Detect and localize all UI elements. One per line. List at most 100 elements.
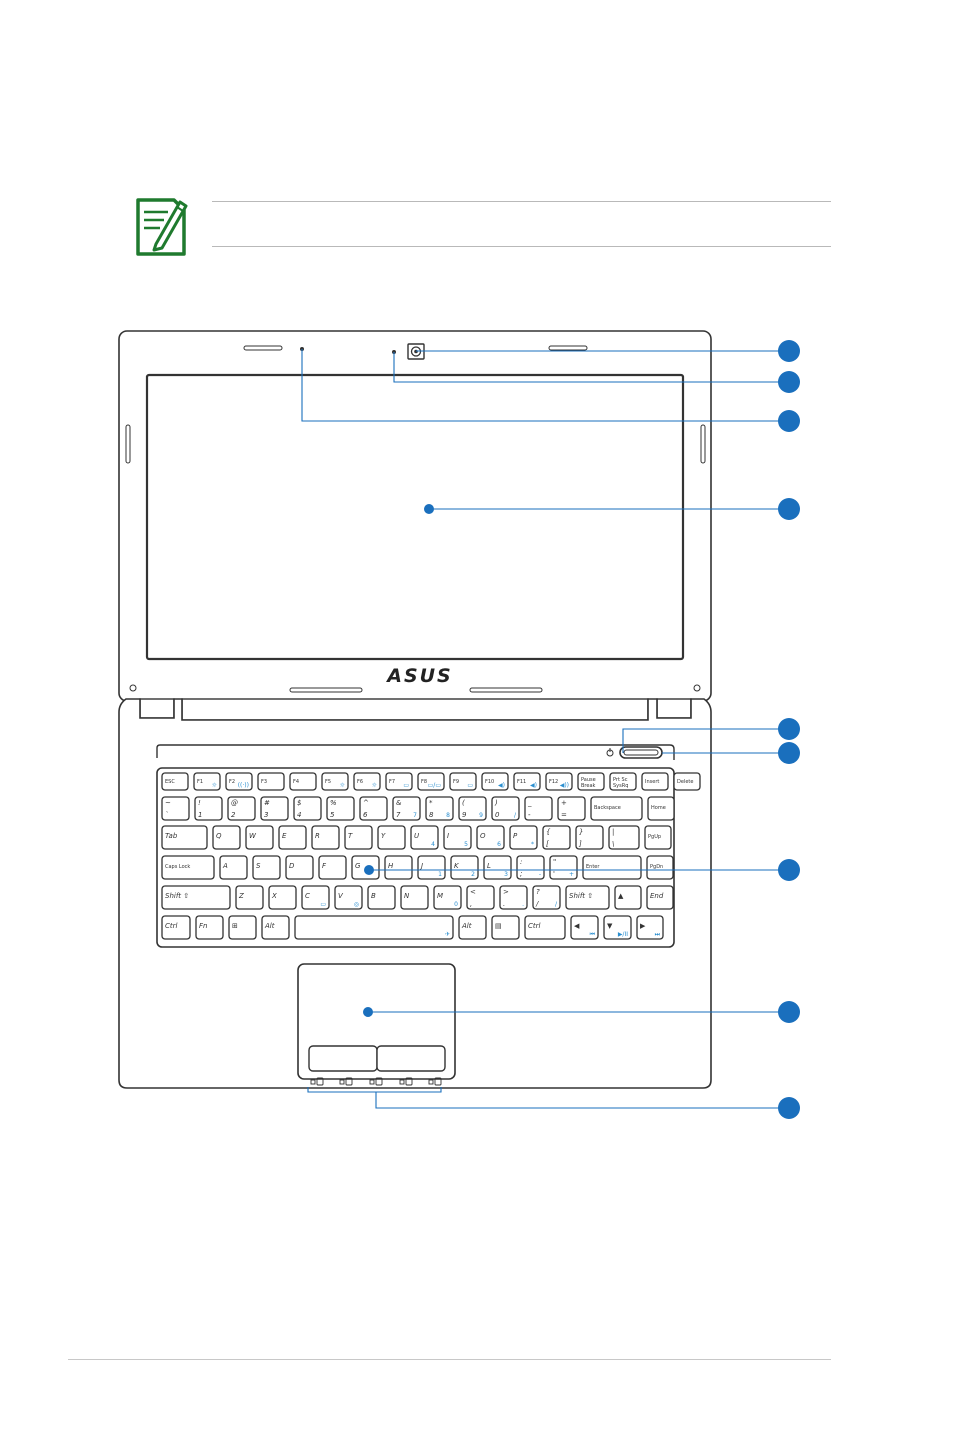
key[interactable]: "'+	[549, 855, 578, 880]
key[interactable]: Caps Lock	[161, 855, 215, 880]
key[interactable]: ▶⏭	[636, 915, 664, 940]
key[interactable]: !1	[194, 796, 223, 821]
key[interactable]: F7▭	[385, 772, 413, 791]
key[interactable]: Shift ⇧	[161, 885, 231, 910]
key[interactable]: :;-	[516, 855, 545, 880]
key[interactable]: ⊞	[228, 915, 257, 940]
key[interactable]: <,	[466, 885, 495, 910]
key[interactable]: H	[384, 855, 413, 880]
key[interactable]: F12◀))	[545, 772, 573, 791]
key[interactable]: %5	[326, 796, 355, 821]
key[interactable]: Insert	[641, 772, 669, 791]
touchpad-right-button[interactable]	[376, 1045, 446, 1072]
key[interactable]: Home	[647, 796, 675, 821]
key[interactable]: |\	[608, 825, 640, 850]
key[interactable]: T	[344, 825, 373, 850]
key-label: F6	[357, 779, 363, 785]
key[interactable]: {[	[542, 825, 571, 850]
key[interactable]: Backspace	[590, 796, 643, 821]
key[interactable]: A	[219, 855, 248, 880]
key[interactable]: J1	[417, 855, 446, 880]
key[interactable]: Ctrl	[161, 915, 191, 940]
key[interactable]: X	[268, 885, 297, 910]
key[interactable]: )0/	[491, 796, 520, 821]
key[interactable]: #3	[260, 796, 289, 821]
key[interactable]: PgUp	[644, 825, 672, 850]
key[interactable]: U4	[410, 825, 439, 850]
key[interactable]: F5☼	[321, 772, 349, 791]
key[interactable]: End	[646, 885, 674, 910]
key[interactable]: Y	[377, 825, 406, 850]
key-fn-label: ☼	[372, 782, 378, 789]
key[interactable]: Shift ⇧	[565, 885, 610, 910]
key[interactable]: F3	[257, 772, 285, 791]
key[interactable]: S	[252, 855, 281, 880]
key[interactable]: ESC	[161, 772, 189, 791]
key[interactable]: +=	[557, 796, 586, 821]
key[interactable]: }]	[575, 825, 604, 850]
key[interactable]: _-	[524, 796, 553, 821]
key[interactable]: Q	[212, 825, 241, 850]
key-label: O	[480, 832, 486, 840]
key[interactable]: F10◀)	[481, 772, 509, 791]
key[interactable]: Ctrl	[524, 915, 566, 940]
key[interactable]: O6	[476, 825, 505, 850]
key[interactable]: F9▭	[449, 772, 477, 791]
key[interactable]: B	[367, 885, 396, 910]
key[interactable]: Fn	[195, 915, 224, 940]
key[interactable]: Enter	[582, 855, 642, 880]
key[interactable]: >..	[499, 885, 528, 910]
key[interactable]: F	[318, 855, 347, 880]
key[interactable]: ^6	[359, 796, 388, 821]
key[interactable]: F2((·))	[225, 772, 253, 791]
key[interactable]: F8▭/▭	[417, 772, 445, 791]
key[interactable]: F4	[289, 772, 317, 791]
key[interactable]: Alt	[458, 915, 487, 940]
key[interactable]: ▲	[614, 885, 642, 910]
key[interactable]: ▼▶/II	[603, 915, 632, 940]
key[interactable]: Z	[235, 885, 264, 910]
key-label: (	[462, 799, 465, 807]
key[interactable]: N	[400, 885, 429, 910]
key[interactable]: ▤	[491, 915, 520, 940]
key-sub-label: 2	[231, 811, 236, 819]
key[interactable]: R	[311, 825, 340, 850]
key[interactable]: ◀⏮	[570, 915, 599, 940]
key-fn-label: ▭/▭	[428, 782, 441, 789]
key[interactable]: Tab	[161, 825, 208, 850]
key[interactable]: W	[245, 825, 274, 850]
key[interactable]: C▭	[301, 885, 330, 910]
key[interactable]: V◎	[334, 885, 363, 910]
key-label: B	[371, 892, 376, 900]
touchpad-left-button[interactable]	[308, 1045, 378, 1072]
key[interactable]: D	[285, 855, 314, 880]
key[interactable]: M0	[433, 885, 462, 910]
touchpad[interactable]	[297, 963, 456, 1080]
key[interactable]: Delete	[673, 772, 701, 791]
key[interactable]: $4	[293, 796, 322, 821]
key[interactable]: F1☼	[193, 772, 221, 791]
power-switch[interactable]	[619, 746, 663, 759]
key[interactable]: F6 ☼	[353, 772, 381, 791]
key[interactable]: PgDn	[646, 855, 674, 880]
key-label: K	[454, 862, 460, 870]
key[interactable]: L3	[483, 855, 512, 880]
note-icon	[134, 196, 188, 258]
key[interactable]: F11◀)	[513, 772, 541, 791]
key-sub-label: SysRq	[613, 783, 628, 789]
key[interactable]: P*	[509, 825, 538, 850]
key[interactable]: ✈	[294, 915, 454, 940]
key-label: Alt	[461, 922, 472, 930]
key[interactable]: ~`	[161, 796, 190, 821]
key[interactable]: @2	[227, 796, 256, 821]
key[interactable]: ?//	[532, 885, 561, 910]
key[interactable]: I5	[443, 825, 472, 850]
key[interactable]: E	[278, 825, 307, 850]
key[interactable]: K2	[450, 855, 479, 880]
key[interactable]: Alt	[261, 915, 290, 940]
